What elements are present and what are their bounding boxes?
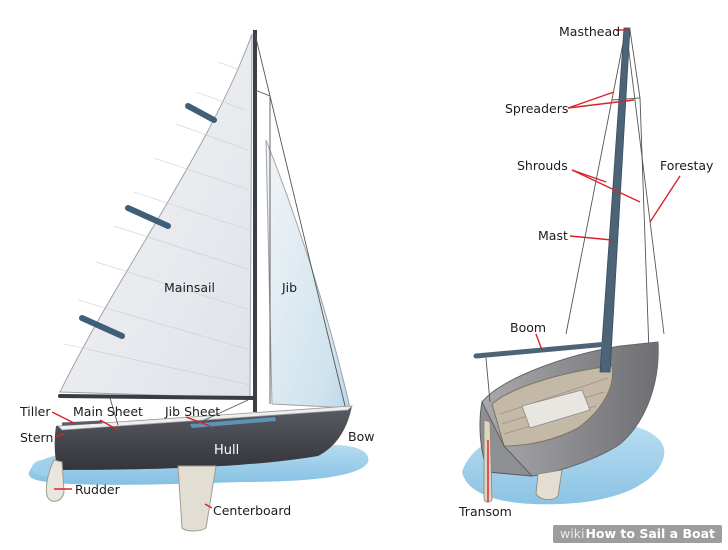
jib-sheet-leader: [185, 416, 211, 427]
shrouds-leader-2: [571, 169, 641, 203]
right-mast: [599, 27, 631, 373]
right-rigging: [565, 27, 665, 381]
label-main-sheet: Main Sheet: [73, 404, 143, 419]
left-deck-blue: [190, 417, 276, 428]
right-shroud-starboard: [639, 97, 651, 381]
right-sailboat: Masthead Spreaders Shrouds Forestay Mast…: [458, 24, 714, 519]
main-sheet-rope: [109, 397, 119, 426]
wikihow-watermark: wikiHow to Sail a Boat: [553, 525, 722, 543]
label-tiller: Tiller: [19, 404, 51, 419]
label-jib-sheet: Jib Sheet: [164, 404, 220, 419]
right-leader-lines: [487, 29, 681, 502]
jib-shape: [265, 139, 351, 409]
jib-sheet-rope: [195, 399, 249, 425]
label-jib: Jib: [281, 280, 297, 295]
forestay-leader: [649, 175, 681, 223]
label-transom: Transom: [458, 504, 512, 519]
watermark-title: How to Sail a Boat: [585, 526, 715, 541]
mast-leader: [569, 235, 613, 241]
label-boom: Boom: [510, 320, 546, 335]
label-mainsail: Mainsail: [164, 280, 215, 295]
label-shrouds: Shrouds: [517, 158, 568, 173]
label-forestay: Forestay: [660, 158, 714, 173]
left-boom: [58, 394, 256, 400]
right-centerboard-trunk: [521, 389, 591, 429]
label-bow: Bow: [348, 429, 374, 444]
left-shroud-top: [254, 89, 271, 97]
main-sheet-leader: [99, 419, 119, 431]
spreaders-leader-1: [567, 91, 615, 109]
left-tiller: [61, 420, 103, 426]
label-spreaders: Spreaders: [505, 101, 568, 116]
label-mast: Mast: [538, 228, 568, 243]
watermark-brand: wiki: [560, 526, 585, 541]
label-rudder: Rudder: [75, 482, 121, 497]
label-masthead: Masthead: [559, 24, 620, 39]
boom-leader: [535, 333, 543, 351]
tiller-leader: [51, 411, 77, 425]
left-centerboard: [177, 465, 217, 532]
spreaders-leader-2: [567, 99, 635, 109]
left-deck: [57, 405, 354, 431]
stern-leader: [55, 433, 65, 438]
right-transom-shape: [479, 400, 534, 477]
mainsail-battens: [79, 103, 217, 339]
left-rudder: [45, 459, 65, 502]
label-hull: Hull: [214, 443, 239, 458]
right-shroud-upper: [629, 29, 641, 99]
mainsail-seams: [63, 61, 251, 386]
right-centerboard: [535, 469, 563, 500]
left-sailboat: Mainsail Jib Tiller Main Sheet Jib Sheet…: [19, 30, 374, 532]
label-stern: Stern: [20, 430, 53, 445]
centerboard-leader: [204, 503, 213, 509]
right-boom-vang: [485, 357, 491, 403]
mainsail-shape: [59, 33, 253, 399]
left-leader-lines: [51, 411, 213, 509]
label-centerboard: Centerboard: [213, 503, 291, 518]
right-forestay: [625, 27, 665, 335]
